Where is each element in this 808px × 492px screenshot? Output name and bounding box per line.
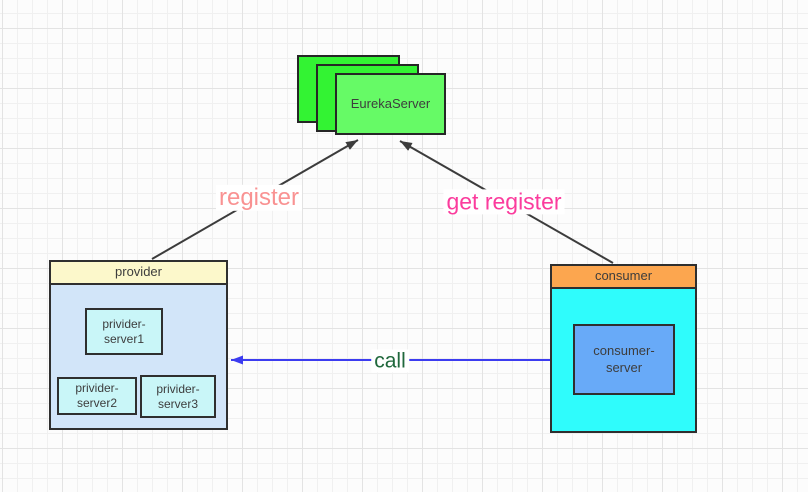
provider-server2-node[interactable]: privider-server2 — [57, 377, 137, 415]
eureka-server-label: EurekaServer — [350, 95, 431, 111]
consumer-group-title: consumer — [594, 268, 653, 284]
register-edge-label[interactable]: register — [215, 184, 303, 212]
provider-group-node[interactable]: provider privider-server1 privider-serve… — [49, 260, 228, 430]
consumer-server-node[interactable]: consumer-server — [573, 324, 675, 395]
provider-group-header: provider — [51, 262, 226, 285]
provider-server2-label: privider-server2 — [75, 381, 119, 410]
get-register-edge-label[interactable]: get register — [443, 189, 565, 215]
provider-server1-node[interactable]: privider-server1 — [85, 308, 163, 355]
provider-server1-label: privider-server1 — [102, 316, 146, 346]
call-edge-label[interactable]: call — [371, 349, 409, 373]
consumer-group-header: consumer — [552, 266, 695, 289]
consumer-server-label: consumer-server — [593, 343, 655, 375]
consumer-group-node[interactable]: consumer consumer-server — [550, 264, 697, 433]
eureka-stack-front-rect: EurekaServer — [335, 73, 446, 135]
eureka-server-node[interactable]: EurekaServer — [297, 55, 446, 135]
provider-group-title: provider — [115, 264, 162, 280]
provider-server3-label: privider-server3 — [156, 381, 200, 411]
provider-server3-node[interactable]: privider-server3 — [140, 375, 216, 418]
